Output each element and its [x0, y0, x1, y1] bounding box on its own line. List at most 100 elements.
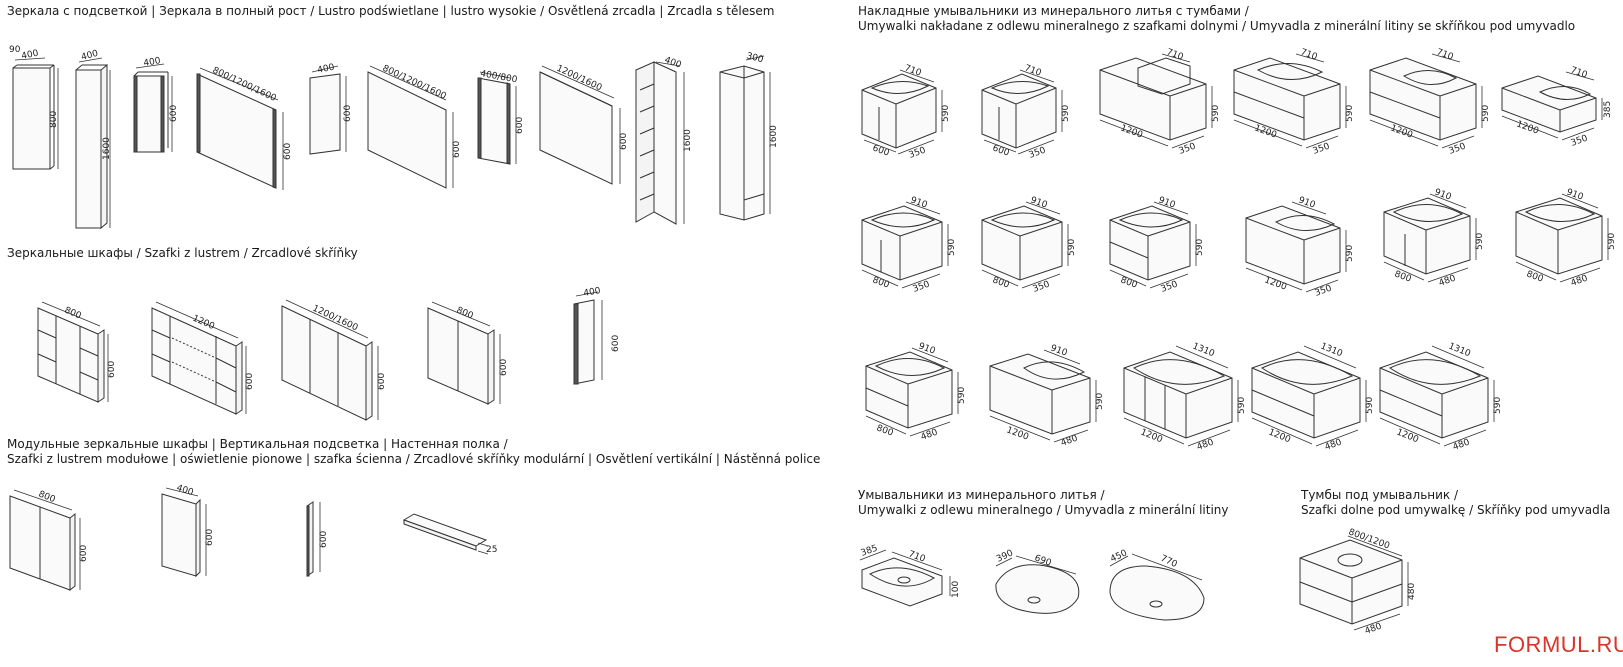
mirror1-height-label: 800: [49, 111, 59, 128]
vanity-r1-4-depth-label: 350: [1312, 141, 1332, 156]
vanity-r3-2-width-label: 1200: [1005, 425, 1030, 442]
mirror-tall-cabinet: 300 1600: [719, 51, 779, 221]
vanity-r2-1-basin-label: 910: [909, 195, 929, 210]
modular4-thickness-label: 25: [486, 545, 497, 555]
cabinet5-height-label: 600: [611, 335, 621, 352]
basin1-height-label: 100: [951, 581, 961, 598]
mirror4-height-label: 600: [283, 143, 293, 160]
section-title-basins-line1: Умывальники из минерального литья /: [858, 488, 1105, 502]
vanity-r3-5-basin-label: 1310: [1447, 342, 1472, 360]
base-cabinet: 800/1200 480 480: [1299, 527, 1417, 637]
modular1-width-label: 800: [37, 490, 57, 506]
vanity-r1-6-basin-label: 710: [1569, 65, 1589, 80]
vanity-r2-3-height-label: 590: [1195, 239, 1205, 256]
vanity-r3-1-basin-label: 910: [917, 341, 937, 356]
vanity-r3-4-depth-label: 480: [1324, 437, 1344, 452]
brand-watermark: FORMUL.RU: [1494, 632, 1623, 657]
vanity-r2-1-width-label: 800: [871, 275, 891, 290]
vanity-r3-3-basin-label: 1310: [1191, 342, 1216, 360]
vanity-r3-2-depth-label: 480: [1060, 433, 1080, 448]
mirror-tall-shelving: 400 1600: [635, 55, 693, 225]
vanity-r2-6-width-label: 800: [1525, 269, 1545, 284]
vanity-r2-5-basin-label: 910: [1433, 187, 1453, 202]
vanity-r1-2-depth-label: 350: [1028, 145, 1048, 160]
vanity-r2-5-width-label: 800: [1393, 269, 1413, 284]
vanity-r1-5-depth-label: 350: [1448, 141, 1468, 156]
basin3-depth-label: 450: [1109, 548, 1129, 564]
mirror-lit-400x800: 90 400 800: [9, 45, 59, 170]
vanity-r3-3-height-label: 590: [1237, 397, 1247, 414]
cabinet3-height-label: 600: [377, 373, 387, 390]
mirror1-depth-label: 90: [9, 45, 21, 55]
basin-710: 385 710 100: [860, 544, 961, 607]
vanity-r2-2-depth-label: 350: [1032, 279, 1052, 294]
vanity-r3-5: 1310 1200 480 590: [1379, 342, 1503, 453]
mirror3-height-label: 600: [169, 105, 179, 122]
mirror-cabinet-800-open: 800 600: [37, 301, 117, 403]
section-title-basins-line2: Umywalki z odlewu mineralnego / Umyvadla…: [858, 503, 1229, 517]
vanity-r2-2-basin-label: 910: [1029, 195, 1049, 210]
mirror-wide-lit: 800/1200/1600 600: [196, 66, 293, 190]
section-title-basins: Умывальники из минерального литья / Umyw…: [858, 488, 1229, 518]
vanity-r3-1-height-label: 590: [957, 387, 967, 404]
vanity-r2-6: 910 800 480 590: [1515, 187, 1617, 289]
vanity-r2-5: 910 800 480 590: [1383, 187, 1485, 289]
vanity-r2-2-height-label: 590: [1067, 239, 1077, 256]
vanity-r1-2-width-label: 600: [991, 143, 1011, 158]
vanity-r2-4: 910 1200 350 590: [1245, 195, 1355, 299]
vanity-r3-2-height-label: 590: [1095, 393, 1105, 410]
vanity-r2-3-width-label: 800: [1119, 275, 1139, 290]
vanity-r3-3-width-label: 1200: [1139, 428, 1164, 446]
vanity-r2-6-depth-label: 480: [1570, 273, 1590, 288]
base-cabinet-height-label: 480: [1407, 583, 1417, 600]
basin-770: 450 770: [1109, 548, 1205, 621]
section-title-vanities: Накладные умывальники из минерального ли…: [858, 4, 1575, 34]
cabinet5-width-label: 400: [583, 286, 602, 299]
mirror-cabinet-1200-open: 1200 600: [151, 301, 255, 415]
vanity-r2-4-height-label: 590: [1345, 245, 1355, 262]
vanity-r1-5-basin-label: 710: [1435, 47, 1455, 62]
mirror-cabinet-triple-door: 1200/1600 600: [281, 299, 387, 421]
section-title-modular: Модульные зеркальные шкафы | Вертикальна…: [7, 437, 820, 467]
mirror10-depth-label: 300: [745, 51, 764, 65]
modular2-width-label: 400: [175, 483, 195, 498]
mirror2-width-label: 400: [80, 49, 99, 63]
vanity-r1-4: 710 1200 350 590: [1233, 47, 1355, 157]
base-cabinet-depth-label: 480: [1364, 621, 1384, 636]
vanity-r2-4-depth-label: 350: [1314, 283, 1334, 298]
section-title-modular-line2: Szafki z lustrem modułowe | oświetlenie …: [7, 452, 821, 466]
section-title-modular-line1: Модульные зеркальные шкафы | Вертикальна…: [7, 437, 508, 451]
vanity-r1-5: 710 1200 350 590: [1369, 47, 1491, 157]
cabinet4-height-label: 600: [499, 359, 509, 376]
modular1-height-label: 600: [79, 545, 89, 562]
mirror-tall-400x1600: 400 1600: [75, 49, 112, 230]
cabinet1-width-label: 800: [63, 306, 83, 322]
vanity-r3-1: 910 800 480 590: [865, 341, 967, 443]
section-title-mirrors: Зеркала с подсветкой | Зеркала в полный …: [7, 4, 774, 19]
vanity-r1-2: 710 600 350 590: [981, 63, 1071, 161]
section-title-vanities-line1: Накладные умывальники из минерального ли…: [858, 4, 1249, 18]
vanity-r2-6-basin-label: 910: [1565, 187, 1585, 202]
mirror8-height-label: 600: [619, 133, 629, 150]
vanity-r1-3: 710 1200 350 590: [1099, 47, 1221, 157]
mirror5-height-label: 600: [343, 105, 353, 122]
vanity-r2-3-basin-label: 910: [1157, 195, 1177, 210]
mirror1-width-label: 400: [21, 49, 40, 62]
modular2-height-label: 600: [205, 529, 215, 546]
vanity-r2-5-depth-label: 480: [1438, 273, 1458, 288]
vanity-r2-3-depth-label: 350: [1160, 279, 1180, 294]
vanity-r1-4-basin-label: 710: [1299, 47, 1319, 62]
section-title-mirrors-text: Зеркала с подсветкой | Зеркала в полный …: [7, 4, 775, 18]
vertical-light-bar: 600: [306, 501, 329, 577]
vanity-r1-5-height-label: 590: [1481, 105, 1491, 122]
vanity-r3-4-width-label: 1200: [1267, 428, 1292, 446]
vanity-r2-2-width-label: 800: [991, 275, 1011, 290]
mirror-lit-400-800: 400/800 600: [477, 69, 525, 165]
vanity-r2-2: 910 800 350 590: [981, 195, 1077, 295]
vanity-r1-6-height-label: 385: [1603, 101, 1613, 118]
vanity-r1-3-height-label: 590: [1211, 105, 1221, 122]
vanity-r3-3-depth-label: 480: [1196, 437, 1216, 452]
vanity-r2-6-height-label: 590: [1607, 233, 1617, 250]
mirror2-height-label: 1600: [102, 137, 112, 160]
